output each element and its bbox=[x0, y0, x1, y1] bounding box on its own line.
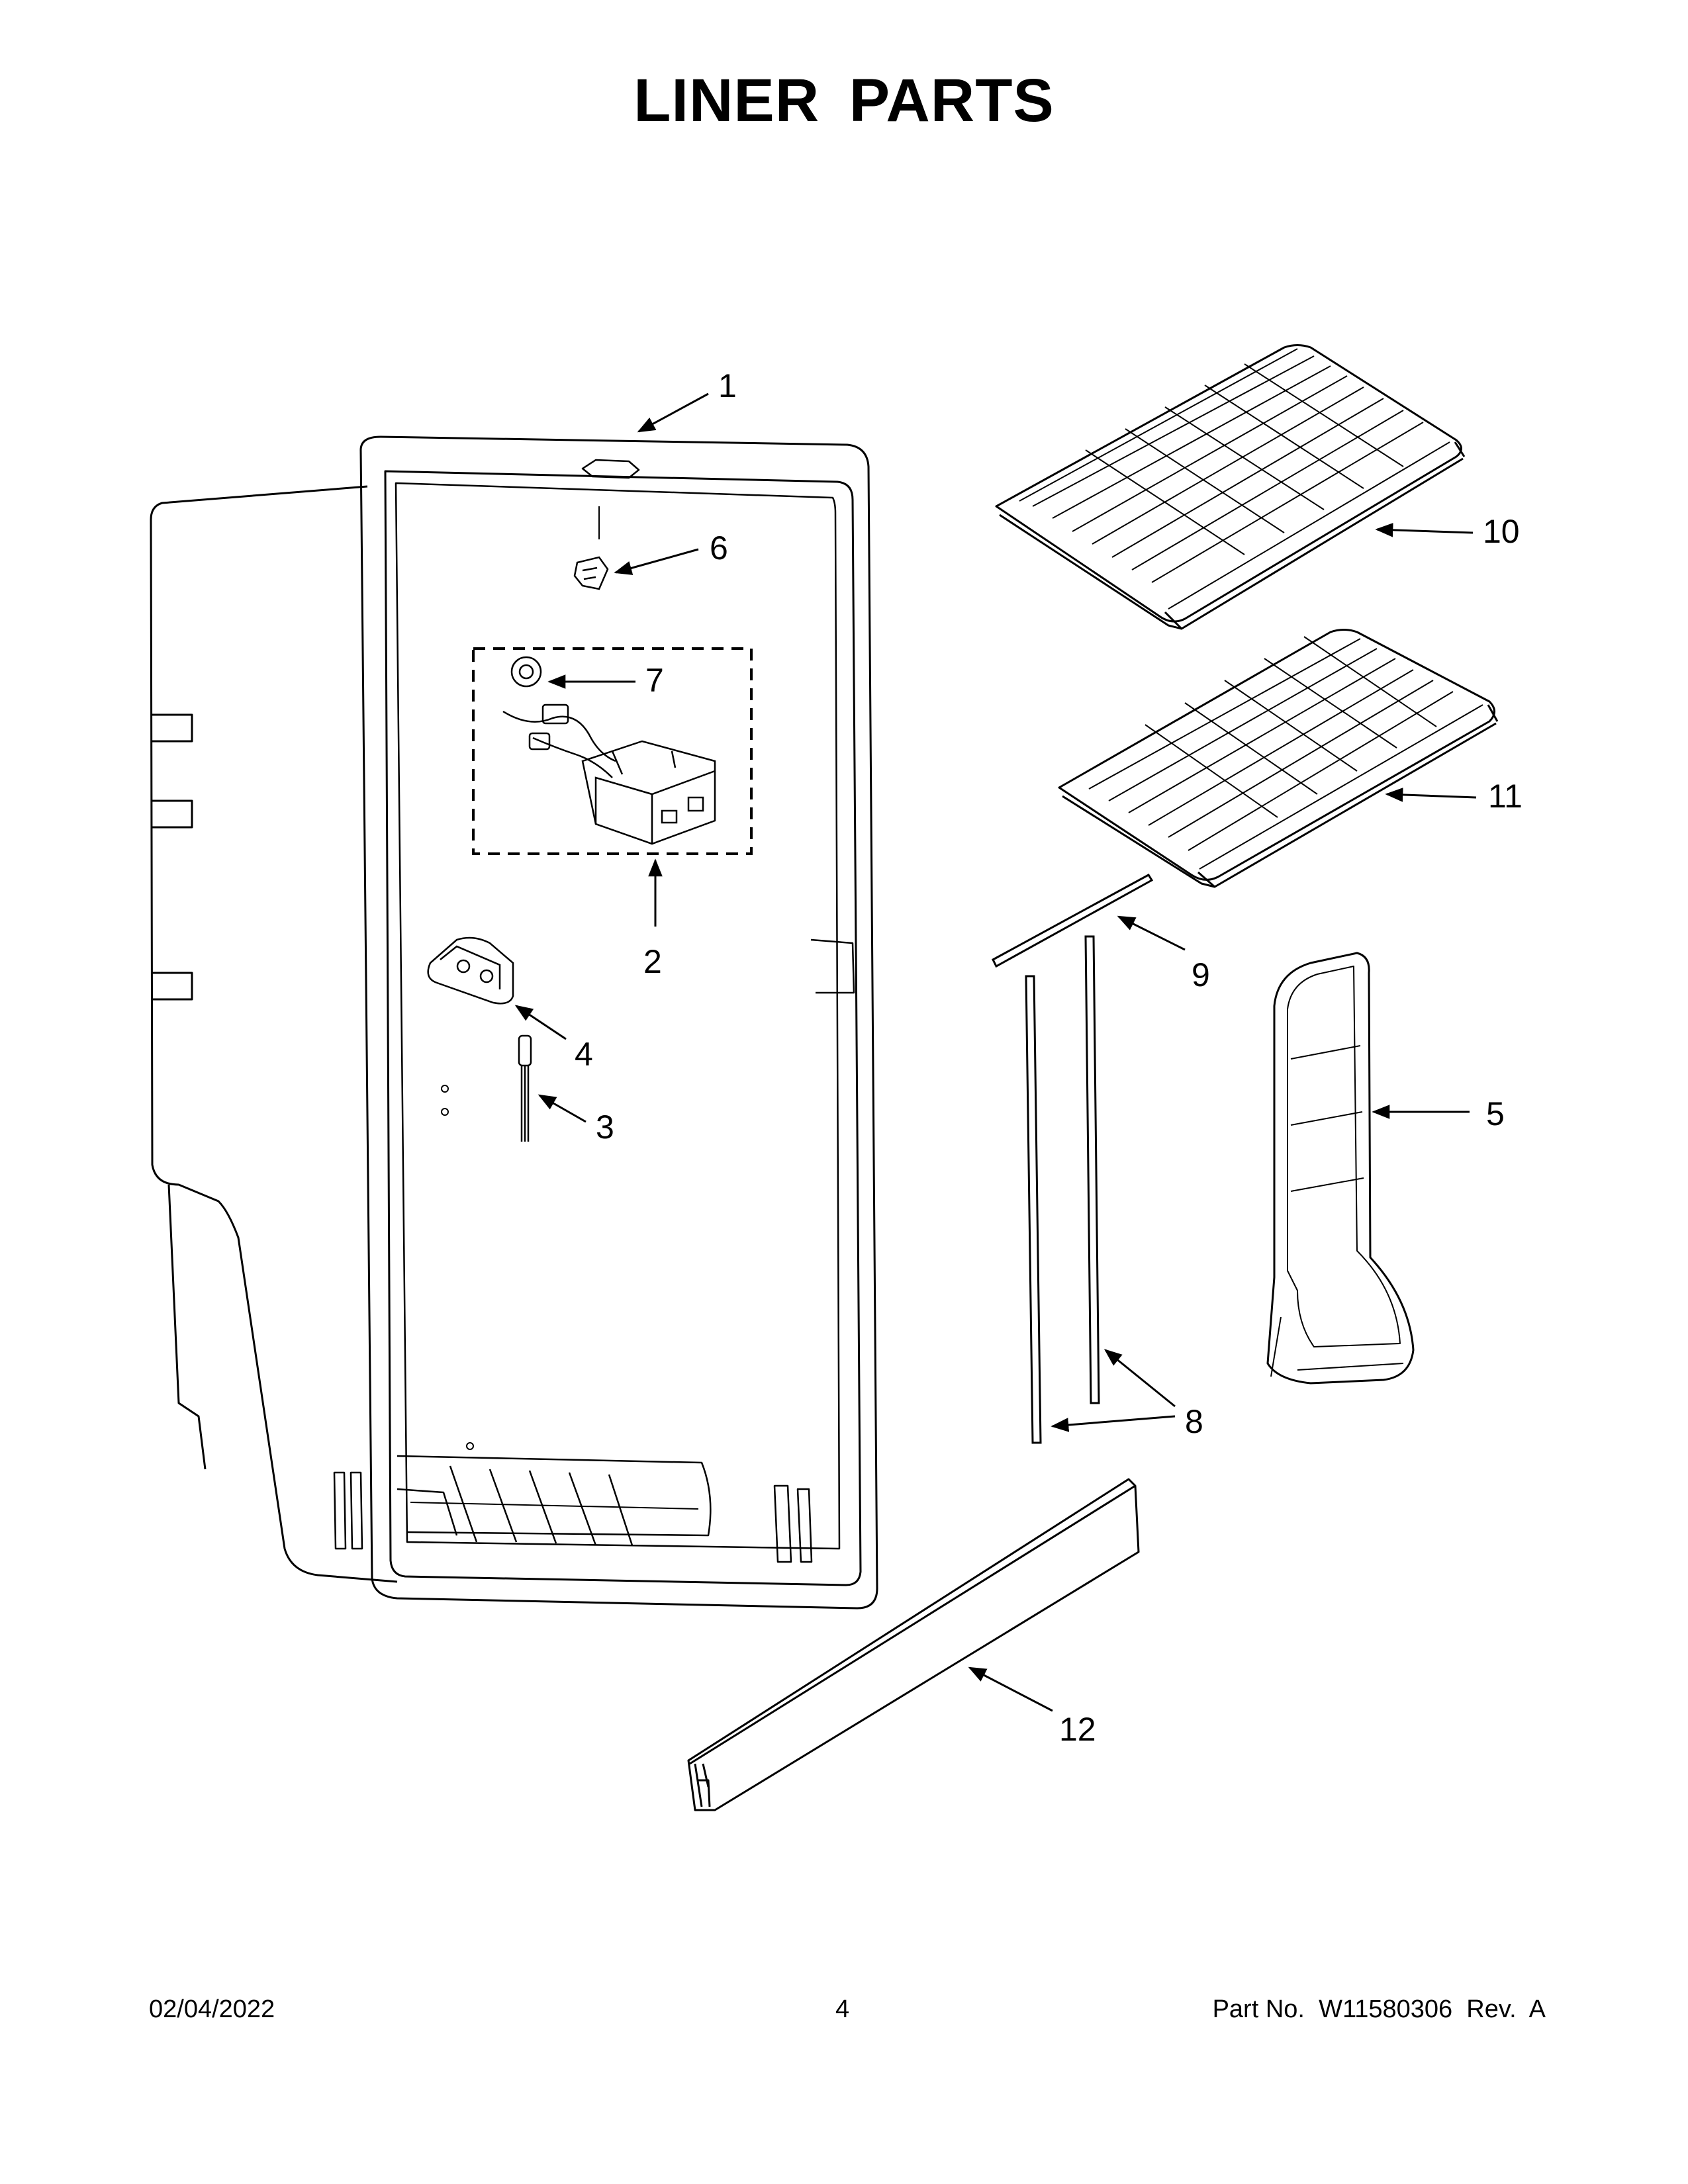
callout-8: 8 bbox=[1185, 1403, 1203, 1440]
part-6-clip bbox=[573, 556, 609, 590]
callout-9: 9 bbox=[1192, 956, 1210, 993]
leader-6 bbox=[614, 548, 699, 575]
callout-6: 6 bbox=[710, 529, 728, 567]
leader-12 bbox=[968, 1666, 1053, 1712]
leader-4 bbox=[514, 1005, 567, 1040]
part-12-bottom-trim bbox=[687, 1478, 1140, 1811]
part-2-control-box-outline bbox=[472, 647, 753, 855]
part-9-strip bbox=[992, 874, 1154, 968]
part-3-sensor bbox=[518, 1034, 532, 1142]
callout-12: 12 bbox=[1059, 1711, 1096, 1748]
callout-labels: 1 2 3 4 5 6 7 8 9 10 11 12 bbox=[575, 367, 1523, 1748]
leader-8a bbox=[1103, 1349, 1176, 1408]
part-10-upper-shelf bbox=[995, 344, 1466, 630]
part-5-duct-cover bbox=[1266, 952, 1415, 1385]
part-2-control-box bbox=[502, 656, 716, 845]
footer-page-number: 4 bbox=[835, 1995, 850, 2023]
footer-date: 02/04/2022 bbox=[149, 1995, 275, 2023]
callout-1: 1 bbox=[718, 367, 737, 404]
leader-11 bbox=[1385, 788, 1477, 802]
part-8-vertical-strips bbox=[1025, 935, 1100, 1444]
callout-7: 7 bbox=[645, 662, 664, 699]
page-title: LINER PARTS bbox=[633, 67, 1055, 134]
callout-11: 11 bbox=[1488, 778, 1523, 815]
leader-1 bbox=[637, 392, 709, 433]
leader-arrows bbox=[514, 392, 1477, 1712]
callout-10: 10 bbox=[1483, 513, 1520, 550]
leader-9 bbox=[1117, 915, 1186, 951]
callout-4: 4 bbox=[575, 1036, 593, 1073]
liner-assembly bbox=[150, 435, 878, 1610]
callout-5: 5 bbox=[1486, 1095, 1505, 1132]
leader-8b bbox=[1051, 1415, 1176, 1432]
part-11-lower-shelf bbox=[1058, 629, 1499, 888]
callout-2: 2 bbox=[643, 943, 662, 980]
part-4-bracket bbox=[427, 936, 514, 1005]
leader-10 bbox=[1375, 523, 1474, 537]
footer-part-number: Part No. W11580306 Rev. A bbox=[1212, 1995, 1546, 2023]
callout-3: 3 bbox=[596, 1109, 614, 1146]
leader-3 bbox=[538, 1094, 586, 1123]
